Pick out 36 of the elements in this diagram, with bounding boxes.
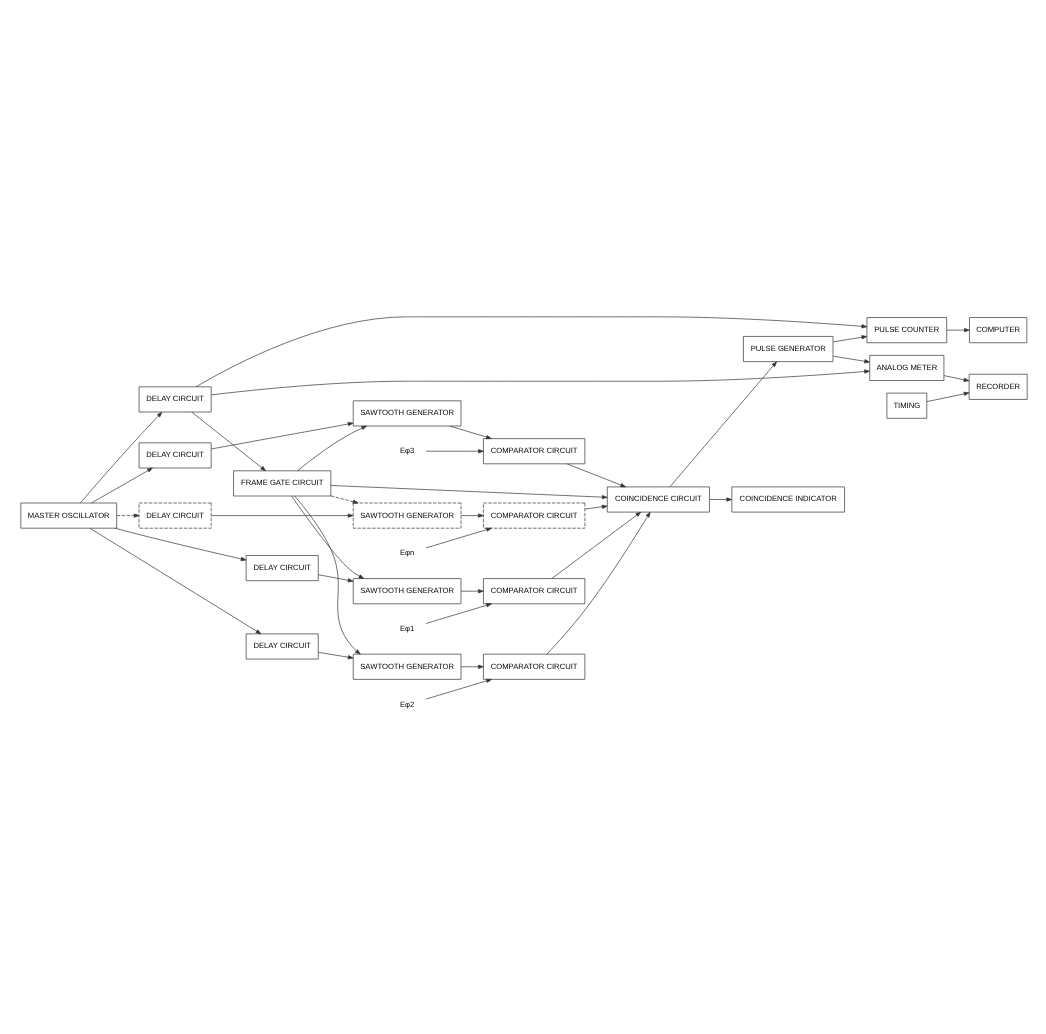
arrow [210, 421, 353, 450]
arrow [942, 375, 969, 382]
arrow [293, 495, 360, 655]
arrow [210, 513, 353, 518]
arrow [459, 589, 483, 594]
arrow [550, 511, 641, 579]
arrow [190, 411, 265, 472]
arrow [708, 497, 731, 502]
arrow [565, 463, 625, 488]
arrow [316, 574, 353, 583]
arrow [316, 651, 353, 660]
arrow [290, 495, 364, 579]
arrow [459, 513, 483, 518]
arrow [668, 361, 776, 488]
arrow [424, 449, 483, 454]
arrow [459, 664, 483, 669]
arrow [296, 425, 366, 472]
arrow [831, 335, 867, 343]
arrow [329, 495, 358, 504]
arrow [88, 527, 261, 635]
arrow [583, 504, 607, 510]
arrow [209, 369, 869, 396]
arrow [90, 467, 152, 504]
arrow [424, 678, 491, 700]
arrow [194, 316, 867, 388]
arrow [115, 513, 139, 518]
arrow [545, 511, 650, 655]
arrow [925, 391, 969, 403]
arrow [424, 527, 491, 549]
arrow [448, 425, 491, 440]
arrow [424, 603, 491, 624]
arrow [79, 412, 162, 504]
arrow [945, 328, 969, 333]
arrow [113, 527, 246, 561]
arrow [831, 355, 869, 364]
arrow [329, 485, 607, 500]
